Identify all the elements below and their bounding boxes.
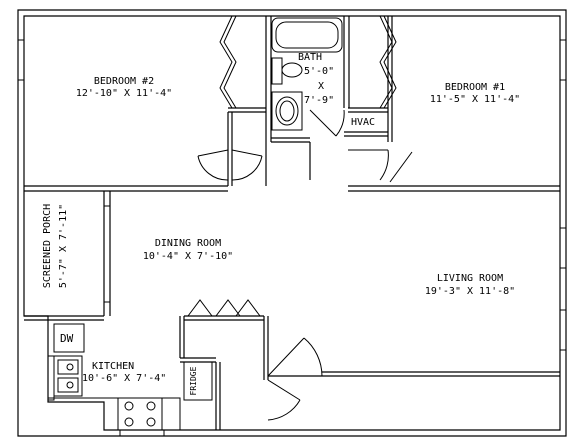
bath-width: 5'-0" [304,66,335,77]
exterior-wall [17,9,567,437]
screened-porch-size: 5'-7" X 7'-11" [58,203,69,289]
bedroom1-name: BEDROOM #1 [444,82,506,93]
bath-x: X [318,81,325,92]
kitchen-name: KITCHEN [92,361,135,372]
dishwasher-label: DW [60,332,74,345]
swing-doors [187,109,413,421]
bedroom2-size: 12'-10" X 11'-4" [75,88,173,99]
living-room-size: 19'-3" X 11'-8" [424,286,516,297]
bath-length: 7'-9" [304,95,335,106]
fridge-label: FRIDGE [189,366,198,396]
dining-room-size: 10'-4" X 7'-10" [142,251,234,262]
kitchen-size: 10'-6" X 7'-4" [82,373,167,384]
bath-name: BATH [298,52,323,63]
hvac-label: HVAC [351,117,376,128]
bath-fixtures [271,17,343,131]
bifold-doors-bedroom2 [219,15,237,109]
screened-porch-name: SCREENED PORCH [42,203,53,289]
windows [17,39,567,437]
bedroom1-size: 11'-5" X 11'-4" [429,94,521,105]
living-room-name: LIVING ROOM [436,273,504,284]
kitchen-fixtures [48,323,213,431]
bedroom2-name: BEDROOM #2 [93,76,155,87]
dining-room-name: DINING ROOM [154,238,222,249]
bifold-doors-bedroom1 [379,15,397,109]
